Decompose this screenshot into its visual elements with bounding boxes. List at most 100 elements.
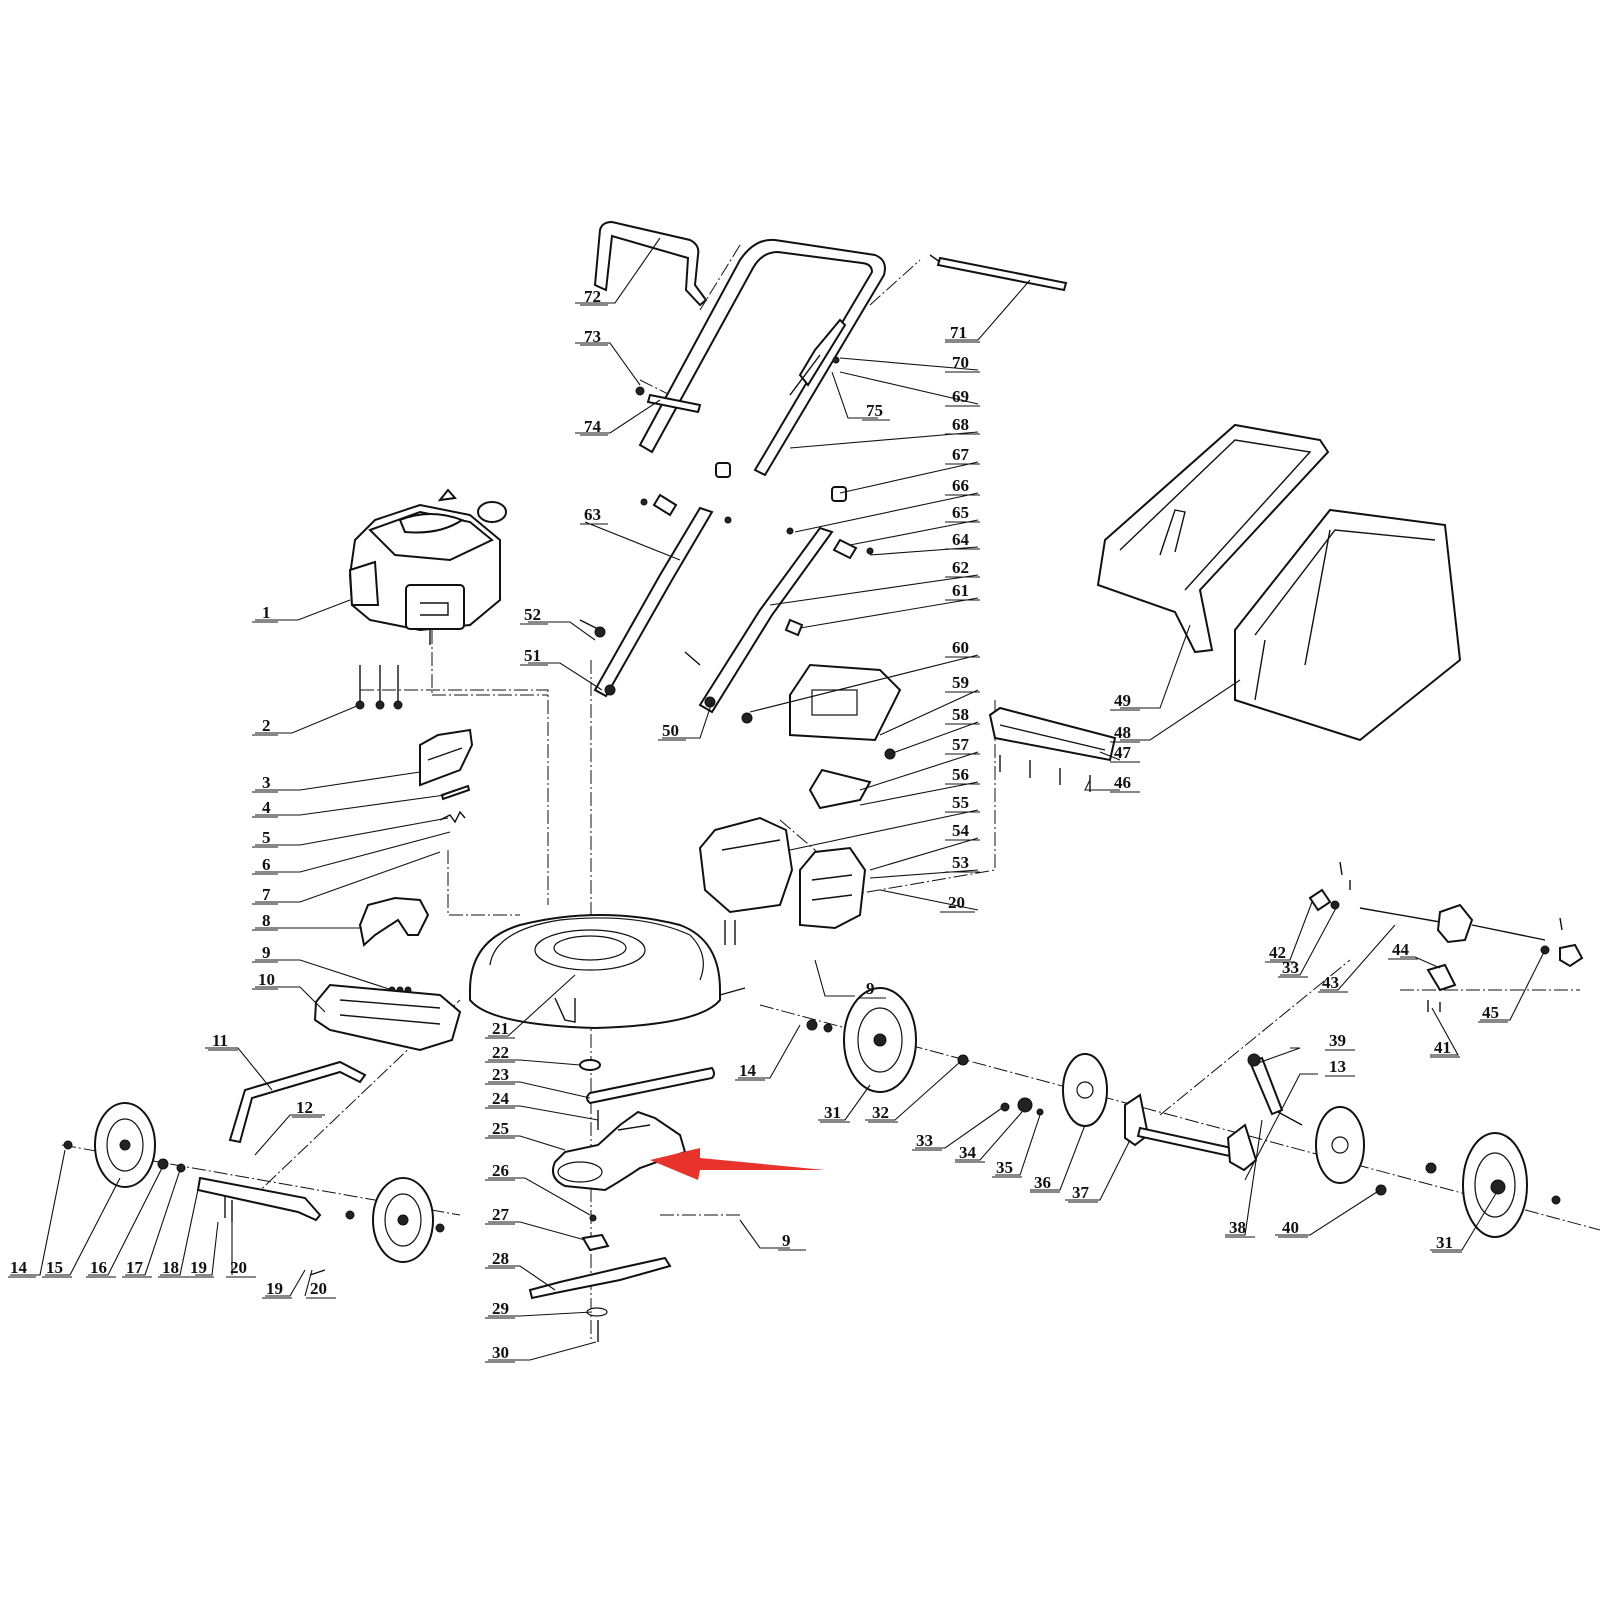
flap-rod — [440, 784, 471, 801]
part-label: 66 — [952, 476, 969, 495]
part-label: 51 — [524, 646, 541, 665]
part-label: 33 — [916, 1131, 933, 1150]
part-label: 17 — [126, 1258, 144, 1277]
part-label: 14 — [739, 1061, 757, 1080]
part-label: 5 — [262, 828, 271, 847]
part-label: 30 — [492, 1343, 509, 1362]
part-label: 9 — [262, 943, 271, 962]
part-label: 53 — [952, 853, 969, 872]
part-label: 62 — [952, 558, 969, 577]
part-label: 41 — [1434, 1038, 1451, 1057]
part-label: 6 — [262, 855, 271, 874]
part-label: 9 — [782, 1231, 791, 1250]
part-label: 4 — [262, 798, 271, 817]
part-label: 42 — [1269, 943, 1286, 962]
part-label: 72 — [584, 287, 601, 306]
rear-axle-bracket — [1226, 1053, 1303, 1172]
part-label: 40 — [1282, 1218, 1299, 1237]
part-label: 74 — [584, 417, 602, 436]
part-label: 50 — [662, 721, 679, 740]
part-label: 10 — [258, 970, 275, 989]
part-label: 31 — [824, 1103, 841, 1122]
part-label: 15 — [46, 1258, 63, 1277]
part-label: 37 — [1072, 1183, 1090, 1202]
part-label: 11 — [212, 1031, 228, 1050]
part-label: 52 — [524, 605, 541, 624]
part-label: 63 — [584, 505, 601, 524]
gearbox-assembly — [1308, 861, 1584, 1012]
part-label: 67 — [952, 445, 970, 464]
part-label: 20 — [310, 1279, 327, 1298]
part-label: 45 — [1482, 1003, 1499, 1022]
part-label: 25 — [492, 1119, 509, 1138]
part-label: 34 — [959, 1143, 977, 1162]
hinge-bar-47 — [988, 706, 1117, 792]
mower-deck — [469, 914, 746, 1030]
rear-wheel-right — [1462, 1132, 1561, 1238]
part-label: 3 — [262, 773, 271, 792]
part-label: 70 — [952, 353, 969, 372]
blade-adapter-stack — [579, 1059, 715, 1130]
grass-bag-frame — [1096, 423, 1330, 654]
part-label: 54 — [952, 821, 970, 840]
part-label: 55 — [952, 793, 969, 812]
part-label: 28 — [492, 1249, 509, 1268]
part-label: 49 — [1114, 691, 1131, 710]
middle-handle-left — [593, 462, 732, 698]
left-wheel-front — [63, 1102, 186, 1188]
upper-handle — [638, 238, 886, 477]
flap-spring — [439, 810, 466, 824]
part-label: 19 — [190, 1258, 207, 1277]
part-label: 39 — [1329, 1031, 1346, 1050]
rear-wheel-hub-right — [1315, 1106, 1437, 1196]
part-label: 8 — [262, 911, 271, 930]
part-label: 19 — [266, 1279, 283, 1298]
throttle-cable-bar — [929, 254, 1068, 292]
fan-housing-25 — [552, 1110, 687, 1192]
label-underlines — [8, 304, 1508, 1363]
part-label: 44 — [1392, 940, 1410, 959]
part-label: 69 — [952, 387, 969, 406]
red-arrow-icon — [650, 1148, 825, 1180]
drive-gear-parts — [1000, 1053, 1252, 1162]
right-wheel-front — [309, 1177, 445, 1276]
cable-clip-parts — [635, 318, 847, 414]
deflector-parts — [313, 983, 462, 1052]
highlight-arrow — [650, 1148, 825, 1180]
rear-cover-60 — [789, 663, 902, 742]
blade-parts — [528, 1214, 672, 1342]
part-label: 43 — [1322, 973, 1339, 992]
part-label: 27 — [492, 1205, 510, 1224]
part-label: 29 — [492, 1299, 509, 1318]
part-label: 21 — [492, 1019, 509, 1038]
grass-bag — [1234, 508, 1462, 742]
part-label: 20 — [230, 1258, 247, 1277]
part-label: 48 — [1114, 723, 1131, 742]
part-label: 12 — [296, 1098, 313, 1117]
part-label: 20 — [948, 893, 965, 912]
part-label: 64 — [952, 530, 970, 549]
part-label: 68 — [952, 415, 969, 434]
part-label: 18 — [162, 1258, 179, 1277]
part-label: 31 — [1436, 1233, 1453, 1252]
rear-chute — [698, 816, 867, 945]
front-axle — [196, 1176, 322, 1222]
leader-lines — [10, 237, 1546, 1361]
part-label: 59 — [952, 673, 969, 692]
front-support-bar — [228, 1060, 367, 1144]
part-label: 2 — [262, 716, 271, 735]
part-label: 24 — [492, 1089, 510, 1108]
part-label: 73 — [584, 327, 601, 346]
part-label: 23 — [492, 1065, 509, 1084]
part-label: 61 — [952, 581, 969, 600]
bail-lever — [593, 220, 708, 307]
part-label: 26 — [492, 1161, 509, 1180]
rear-wheel-left — [806, 987, 969, 1093]
part-label: 22 — [492, 1043, 509, 1062]
middle-handle-right — [698, 486, 874, 714]
mulching-plug — [358, 896, 430, 947]
part-label: 9 — [866, 979, 875, 998]
engine — [348, 488, 507, 645]
part-label: 56 — [952, 765, 969, 784]
